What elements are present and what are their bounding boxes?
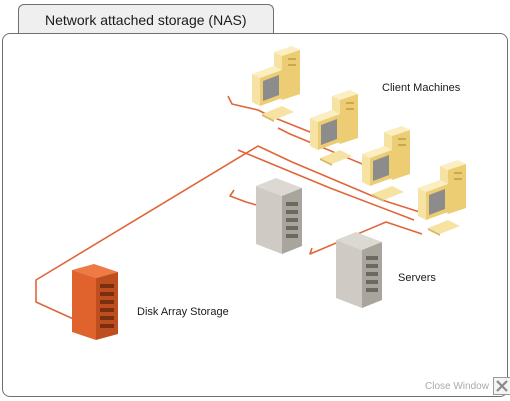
servers-label: Servers xyxy=(398,272,436,284)
client-machines-label: Client Machines xyxy=(382,82,461,94)
client-machine-icon xyxy=(310,90,358,166)
disk-array-icon xyxy=(72,264,118,340)
disk-array-storage-label: Disk Array Storage xyxy=(137,306,229,318)
client-machine-icon xyxy=(418,160,466,236)
client-machine-icon xyxy=(362,126,410,202)
close-window-label: Close Window xyxy=(425,380,489,392)
close-icon[interactable] xyxy=(492,377,510,395)
server-icon xyxy=(336,232,382,308)
title-tab: Network attached storage (NAS) xyxy=(18,4,274,34)
close-window-button[interactable]: Close Window xyxy=(425,376,510,396)
server-icon xyxy=(256,178,302,254)
network-cables xyxy=(35,95,427,323)
window-title: Network attached storage (NAS) xyxy=(45,12,247,28)
